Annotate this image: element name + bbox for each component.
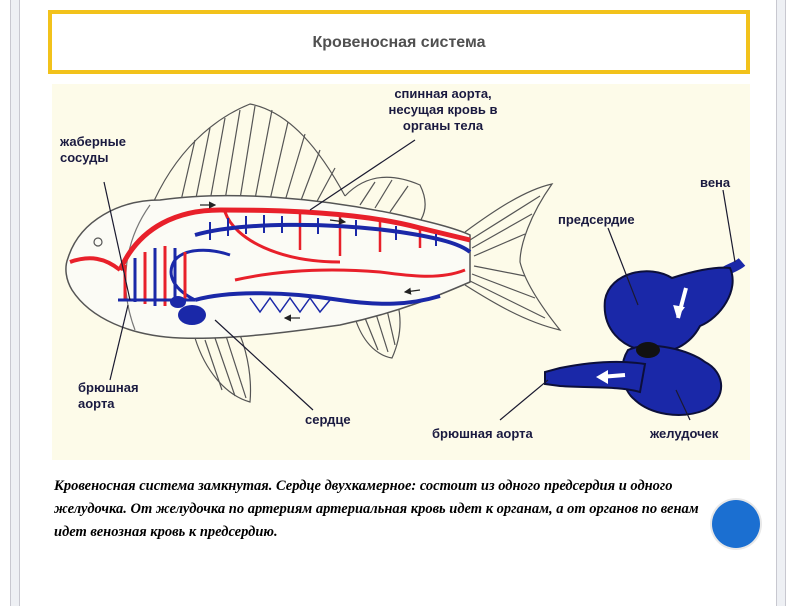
vein-text: вена [700, 175, 731, 190]
leader-lines [103, 139, 736, 421]
label-atrium: предсердие [558, 212, 635, 228]
lower-fins [194, 304, 401, 403]
slide-title: Кровеносная система [312, 34, 486, 51]
dorsal-aorta-vessels [69, 207, 471, 282]
slide-caption: Кровеносная система замкнутая. Сердце дв… [54, 478, 699, 540]
dorsal-aorta-text: спинная аорта, несущая кровь в органы те… [388, 86, 498, 133]
accent-circle [712, 500, 760, 548]
label-ventral-aorta-right: брюшная аорта [432, 426, 533, 442]
label-ventral-aorta-left: брюшная аорта [78, 380, 148, 412]
ventral-aorta-outlet [544, 360, 647, 394]
label-dorsal-aorta: спинная аорта, несущая кровь в органы те… [368, 86, 518, 134]
label-vein: вена [700, 175, 730, 191]
fish-eye [93, 237, 103, 247]
gill-cover-line [125, 204, 151, 331]
right-frame-strip [776, 0, 786, 606]
fish-heart [170, 296, 206, 325]
label-heart: сердце [305, 412, 351, 428]
ventral-aorta-right-text: брюшная аорта [432, 426, 533, 441]
left-frame-strip [10, 0, 20, 606]
flow-arrows-fish [200, 201, 421, 322]
gill-vessels-text: жаберные сосуды [60, 134, 126, 165]
label-ventricle: желудочек [650, 426, 718, 442]
heart-detail [544, 258, 746, 416]
tail-fin [464, 183, 562, 331]
title-box: Кровеносная система [48, 10, 750, 74]
dorsal-fin [149, 103, 426, 233]
heart-text: сердце [305, 412, 351, 427]
ventricle-chamber [621, 344, 723, 416]
valve [636, 342, 660, 358]
ventral-aorta-left-text: брюшная аорта [78, 380, 139, 411]
atrium-text: предсердие [558, 212, 635, 227]
atrium-chamber [603, 266, 734, 354]
ventricle-text: желудочек [650, 426, 719, 441]
label-gill-vessels: жаберные сосуды [60, 134, 130, 166]
